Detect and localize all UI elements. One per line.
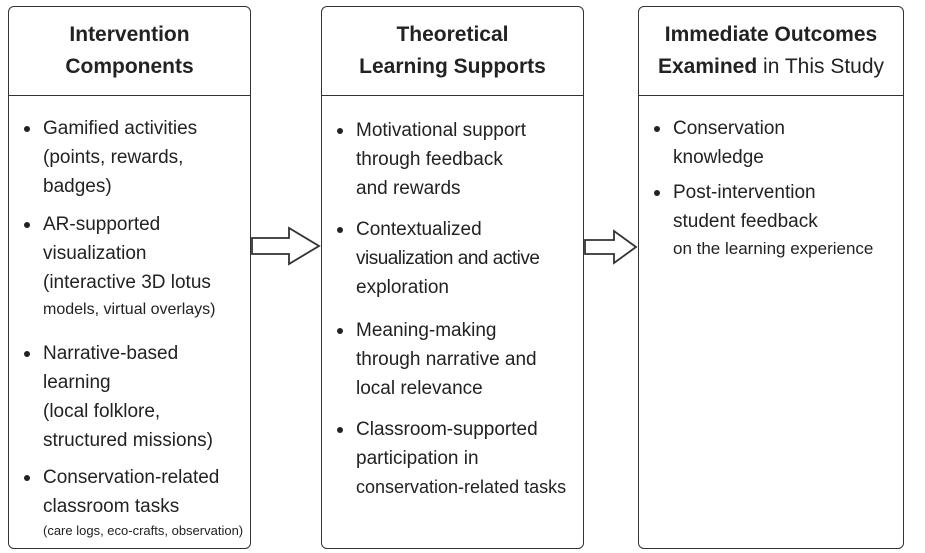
- intervention-components-box: Intervention Components Gamified activit…: [8, 6, 251, 549]
- list-item: Classroom-supported participation in con…: [322, 415, 583, 502]
- header-line: Examined in This Study: [657, 55, 885, 78]
- theoretical-learning-supports-header: Theoretical Learning Supports: [322, 7, 583, 96]
- list-item: Conservation-related classroom tasks (ca…: [9, 463, 250, 541]
- list-item: Post-intervention student feedback on th…: [639, 178, 903, 262]
- list-item: Meaning-making through narrative and loc…: [322, 316, 583, 403]
- arrow-right-icon: [251, 226, 321, 266]
- list-item: AR-supported visualization (interactive …: [9, 210, 250, 323]
- header-line: Intervention: [69, 23, 190, 46]
- list-item: Conservation knowledge: [639, 114, 903, 172]
- header-line: Components: [65, 55, 194, 78]
- immediate-outcomes-header: Immediate Outcomes Examined in This Stud…: [639, 7, 903, 96]
- intervention-components-header: Intervention Components: [9, 7, 250, 96]
- immediate-outcomes-box: Immediate Outcomes Examined in This Stud…: [638, 6, 904, 549]
- header-line: Learning Supports: [359, 55, 546, 78]
- list-item: Narrative-based learning (local folklore…: [9, 339, 250, 455]
- arrow-right-icon: [584, 229, 638, 265]
- header-line: Immediate Outcomes: [664, 23, 878, 46]
- list-item: Gamified activities (points, rewards, ba…: [9, 114, 250, 201]
- list-item: Motivational support through feedback an…: [322, 116, 583, 203]
- list-item: Contextualized visualization and active …: [322, 215, 583, 302]
- header-line: Theoretical: [396, 23, 509, 46]
- theoretical-learning-supports-box: Theoretical Learning Supports Motivation…: [321, 6, 584, 549]
